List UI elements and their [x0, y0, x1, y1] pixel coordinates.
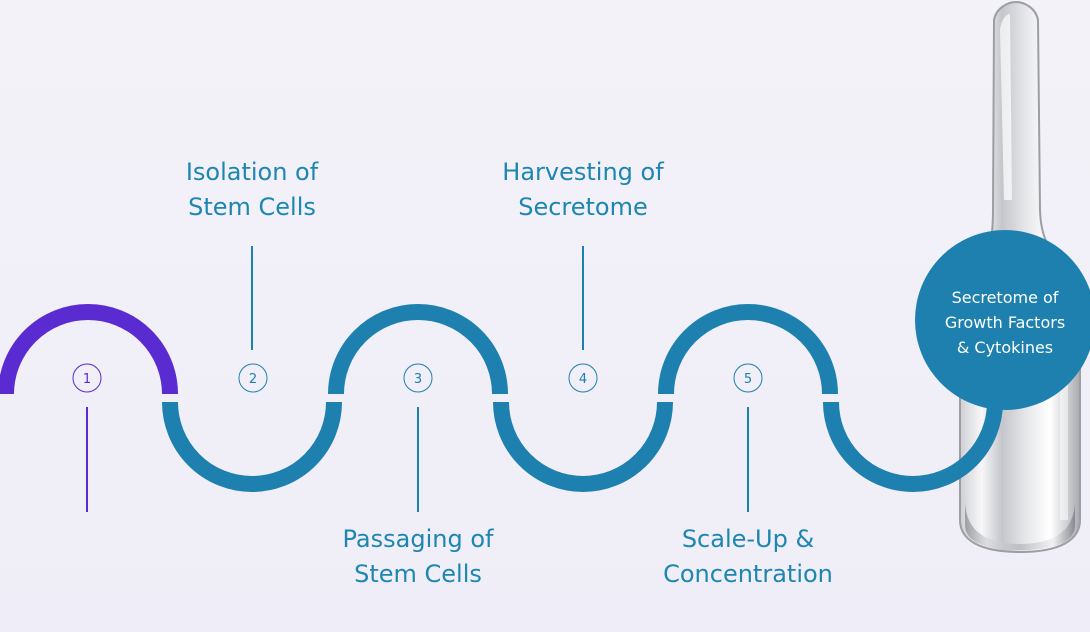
step-label-4-line-2: Secretome — [518, 193, 648, 221]
final-product-line-1: Secretome of — [951, 288, 1059, 307]
final-product-label: Secretome of Growth Factors & Cytokines — [922, 285, 1088, 360]
step-marker-2: 2 — [238, 363, 268, 393]
wave-segment-2 — [328, 304, 508, 395]
step-markers: 1 2 3 4 5 — [72, 363, 763, 393]
step-label-2-line-2: Stem Cells — [188, 193, 316, 221]
connector-lines — [86, 246, 749, 512]
step-number-3: 3 — [414, 372, 422, 387]
wave-segment-3 — [493, 401, 673, 492]
process-wave — [0, 304, 1003, 492]
wave-segment-start — [0, 304, 178, 395]
step-number-1: 1 — [83, 372, 91, 387]
wave-segment-1 — [162, 401, 342, 492]
step-label-4-line-1: Harvesting of — [502, 158, 664, 186]
step-label-5-line-2: Concentration — [663, 560, 833, 588]
step-label-3-line-1: Passaging of — [342, 525, 494, 553]
final-product-line-2: Growth Factors — [944, 313, 1066, 332]
wave-segment-5 — [823, 401, 1003, 492]
step-label-5-line-1: Scale-Up & — [681, 525, 815, 553]
final-product-circle — [915, 230, 1090, 410]
wave-segment-4 — [658, 304, 838, 395]
step-number-4: 4 — [579, 372, 587, 387]
step-number-5: 5 — [744, 372, 752, 387]
step-marker-3: 3 — [403, 363, 433, 393]
step-label-5: Scale-Up & Concentration — [638, 522, 858, 592]
step-label-3: Passaging of Stem Cells — [308, 522, 528, 592]
step-marker-4: 4 — [568, 363, 598, 393]
step-label-3-line-2: Stem Cells — [354, 560, 482, 588]
step-marker-5: 5 — [733, 363, 763, 393]
step-label-4: Harvesting of Secretome — [473, 155, 693, 225]
step-marker-1: 1 — [72, 363, 102, 393]
step-number-2: 2 — [249, 372, 257, 387]
step-label-2-line-1: Isolation of — [185, 158, 319, 186]
final-product-line-3: & Cytokines — [956, 338, 1054, 357]
step-label-2: Isolation of Stem Cells — [142, 155, 362, 225]
